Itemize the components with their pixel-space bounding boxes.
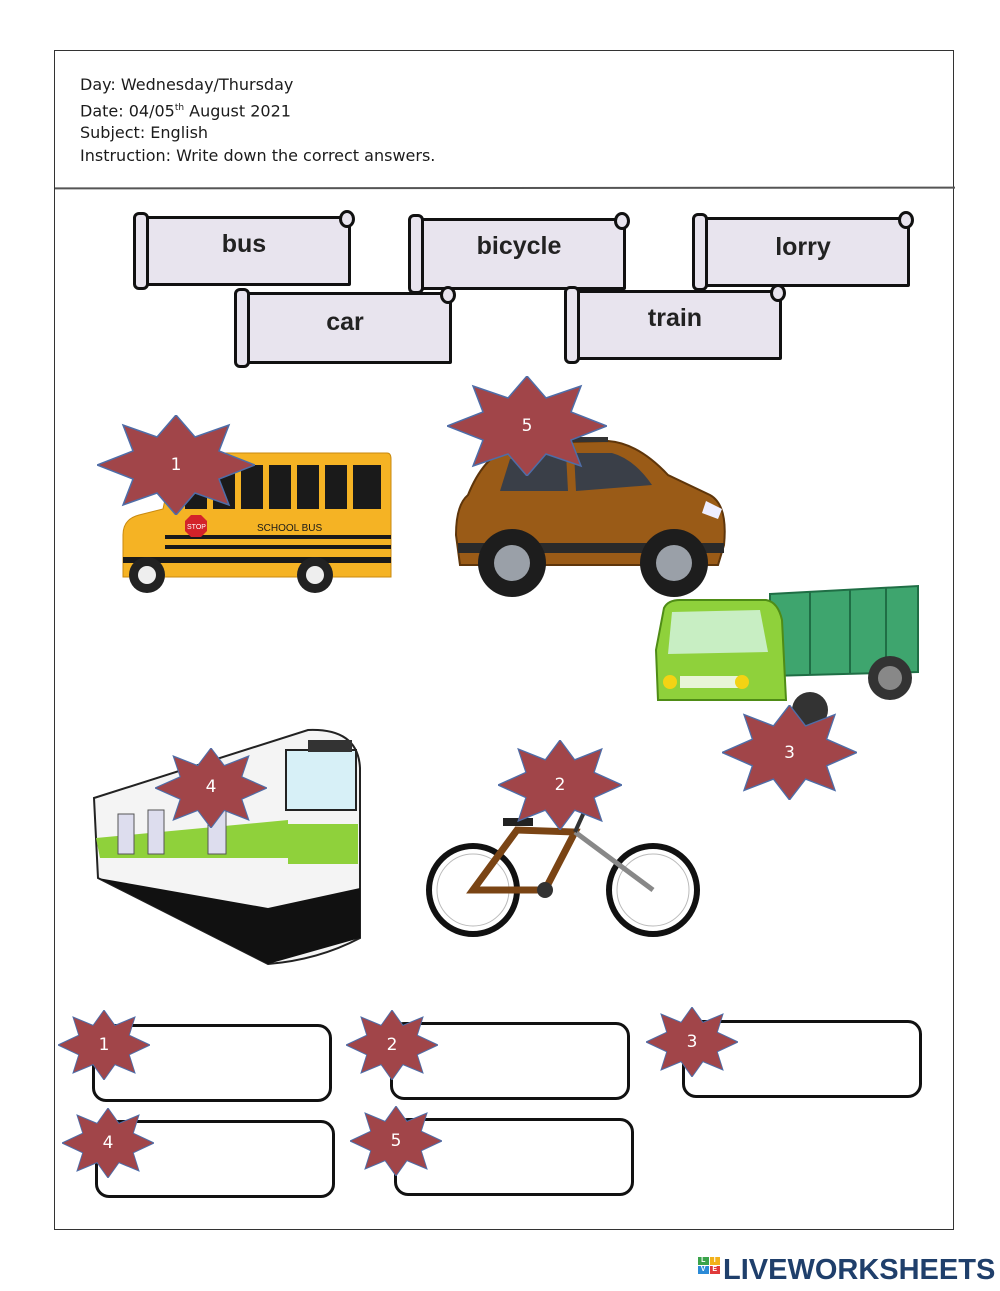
picture-number-4: 4 — [155, 748, 267, 828]
answer-box-2[interactable] — [390, 1022, 630, 1100]
scroll-curl — [692, 213, 708, 291]
star-icon — [97, 415, 255, 515]
star-number: 3 — [784, 743, 795, 763]
answer-number-4: 4 — [62, 1108, 154, 1178]
star-number: 1 — [170, 455, 182, 475]
star-icon — [646, 1007, 738, 1077]
date-value: 04/05 — [128, 100, 175, 120]
answer-number-2: 2 — [346, 1010, 438, 1080]
worksheet-header: Day: Wednesday/Thursday Date: 04/05th Au… — [80, 74, 435, 167]
star-icon — [62, 1108, 154, 1178]
word-bank-car[interactable]: car — [234, 286, 456, 368]
instruction-label: Instruction: — [80, 145, 172, 165]
word-car: car — [326, 308, 364, 336]
star-number: 5 — [521, 416, 533, 436]
scroll-curl — [898, 211, 914, 229]
answer-number: 5 — [390, 1131, 402, 1151]
star-icon — [350, 1106, 442, 1176]
liveworksheets-icon: L I V E — [698, 1257, 720, 1283]
date-suffix: th — [174, 102, 185, 113]
subject-value: English — [150, 123, 209, 143]
date-month-year: August 2021 — [189, 100, 291, 120]
answer-number-5: 5 — [350, 1106, 442, 1176]
scroll-curl — [440, 286, 456, 304]
answer-number-3: 3 — [646, 1007, 738, 1077]
logo-letter: I — [709, 1257, 720, 1265]
lorry-image — [654, 584, 919, 728]
day-line: Day: Wednesday/Thursday — [80, 74, 435, 97]
star-icon — [498, 740, 622, 830]
answer-number-1: 1 — [58, 1010, 150, 1080]
star-icon — [447, 376, 607, 476]
answer-number: 4 — [102, 1133, 114, 1153]
answer-box-3[interactable] — [682, 1020, 922, 1098]
logo-letter: E — [709, 1266, 720, 1274]
scroll-body — [240, 292, 452, 364]
instruction-value: Write down the correct answers. — [176, 145, 436, 165]
logo-letter: L — [698, 1257, 709, 1265]
liveworksheets-logo: L I V E LIVEWORKSHEETS — [698, 1253, 996, 1286]
scroll-curl — [770, 284, 786, 302]
date-label: Date: — [80, 100, 124, 120]
scroll-curl — [564, 286, 580, 364]
date-line: Date: 04/05th August 2021 — [80, 97, 435, 123]
word-bank-train[interactable]: train — [564, 284, 786, 364]
star-icon — [58, 1010, 150, 1080]
star-icon — [155, 748, 267, 828]
word-bus: bus — [221, 230, 267, 258]
picture-number-2: 2 — [498, 740, 622, 830]
day-label: Day: — [80, 75, 116, 94]
scroll-curl — [234, 288, 250, 368]
picture-number-3: 3 — [722, 705, 857, 800]
word-lorry: lorry — [775, 233, 831, 261]
day-value: Wednesday/Thursday — [120, 75, 294, 94]
school-bus-text: SCHOOL BUS — [257, 523, 323, 534]
answer-number: 1 — [98, 1035, 110, 1055]
answer-number: 3 — [686, 1032, 698, 1052]
brand-text: LIVEWORKSHEETS — [723, 1253, 996, 1286]
word-bank-bicycle[interactable]: bicycle — [408, 212, 630, 294]
instruction-line: Instruction: Write down the correct answ… — [80, 145, 435, 168]
answer-number: 2 — [386, 1035, 398, 1055]
subject-line: Subject: English — [80, 122, 435, 145]
word-train: train — [647, 304, 703, 332]
star-number: 2 — [554, 775, 566, 795]
logo-letter: V — [698, 1266, 709, 1274]
bicycle-image — [426, 809, 700, 937]
star-number: 4 — [205, 777, 217, 797]
scroll-curl — [614, 212, 630, 230]
scroll-curl — [133, 212, 149, 290]
worksheet-frame — [54, 50, 954, 1230]
picture-number-1: 1 — [97, 415, 255, 515]
subject-label: Subject: — [80, 123, 146, 143]
stop-sign-text: STOP — [187, 524, 206, 531]
scroll-curl — [339, 210, 355, 228]
star-icon — [346, 1010, 438, 1080]
scroll-body — [570, 290, 782, 360]
star-icon — [722, 705, 857, 800]
picture-number-5: 5 — [447, 376, 607, 476]
word-bank-bus[interactable]: bus — [133, 210, 355, 290]
word-bicycle: bicycle — [476, 232, 562, 260]
word-bank-lorry[interactable]: lorry — [692, 211, 914, 291]
